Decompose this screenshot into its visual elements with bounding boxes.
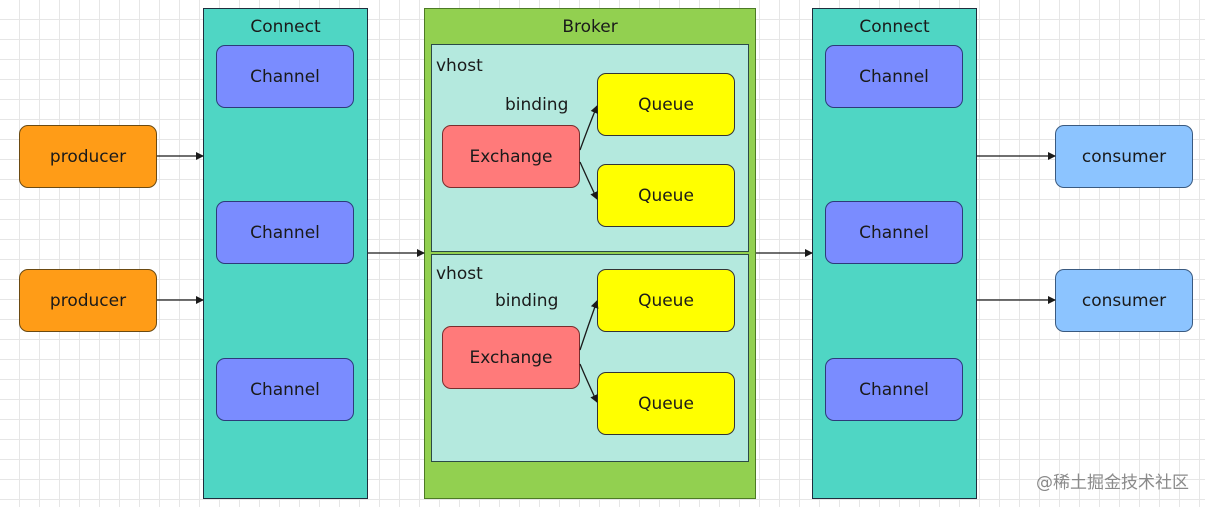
consumer-node-2: consumer bbox=[1055, 269, 1193, 332]
channel-left-1: Channel bbox=[216, 45, 354, 108]
binding-1-label: binding bbox=[505, 95, 569, 115]
queue-1-2: Queue bbox=[597, 164, 735, 227]
producer-node-1: producer bbox=[19, 125, 157, 188]
binding-2-label: binding bbox=[495, 291, 559, 311]
vhost-2-label: vhost bbox=[436, 264, 483, 284]
consumer-node-1: consumer bbox=[1055, 125, 1193, 188]
channel-right-2: Channel bbox=[825, 201, 963, 264]
broker-title: Broker bbox=[562, 17, 618, 37]
channel-right-3: Channel bbox=[825, 358, 963, 421]
exchange-1: Exchange bbox=[442, 125, 580, 188]
channel-right-1: Channel bbox=[825, 45, 963, 108]
queue-2-1: Queue bbox=[597, 269, 735, 332]
connect-right-title: Connect bbox=[859, 17, 930, 37]
vhost-1-label: vhost bbox=[436, 56, 483, 76]
channel-left-3: Channel bbox=[216, 358, 354, 421]
queue-1-1: Queue bbox=[597, 73, 735, 136]
queue-2-2: Queue bbox=[597, 372, 735, 435]
channel-left-2: Channel bbox=[216, 201, 354, 264]
producer-node-2: producer bbox=[19, 269, 157, 332]
connect-left-title: Connect bbox=[250, 17, 321, 37]
exchange-2: Exchange bbox=[442, 326, 580, 389]
watermark: @稀土掘金技术社区 bbox=[1036, 473, 1189, 493]
